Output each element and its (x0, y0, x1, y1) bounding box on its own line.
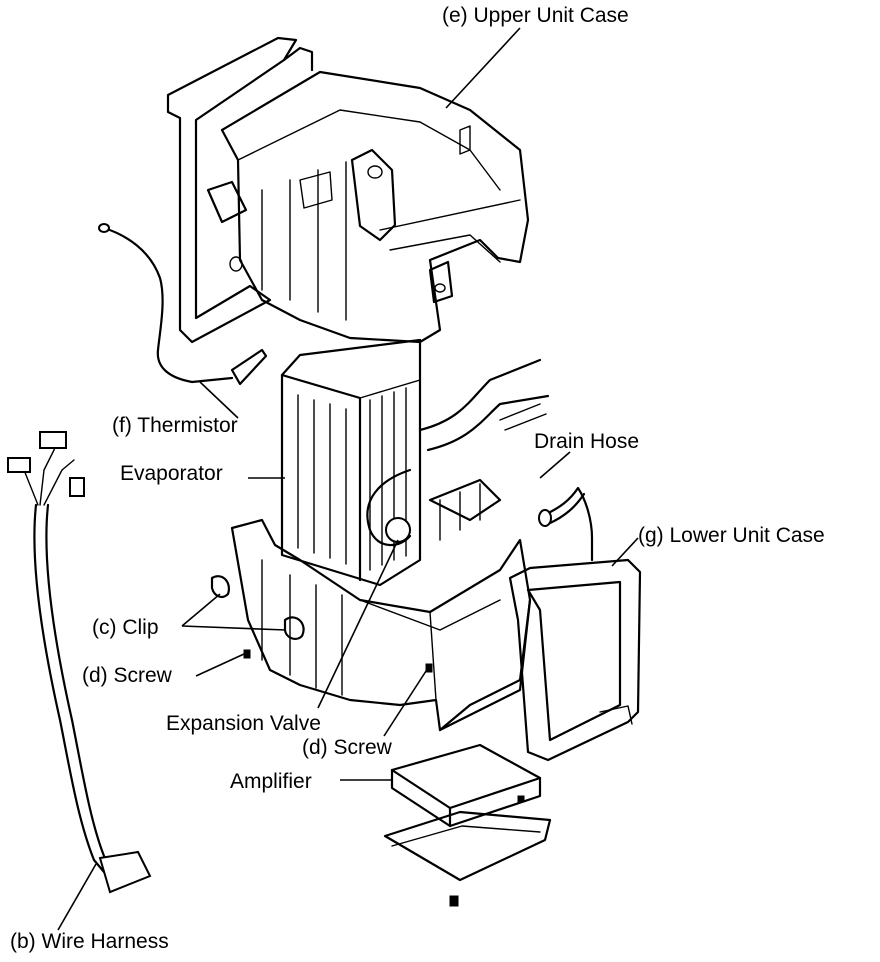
leader-clip-2 (181, 625, 287, 631)
label-evaporator: Evaporator (120, 462, 223, 485)
label-amplifier: Amplifier (230, 770, 312, 793)
leader-lower-unit-case (611, 537, 639, 567)
thermistor-sensor (98, 223, 268, 386)
callout-labels: (e) Upper Unit Case (f) Thermistor Evapo… (10, 4, 825, 953)
label-screw-right: (d) Screw (302, 736, 393, 759)
drain-hose (538, 486, 594, 562)
wire-harness (7, 431, 152, 894)
label-lower-unit-case: (g) Lower Unit Case (638, 524, 825, 547)
label-clip: (c) Clip (92, 616, 159, 639)
amplifier-unit (383, 743, 552, 907)
leader-screw-right (383, 667, 429, 737)
leader-wire-harness (57, 863, 97, 931)
label-expansion-valve: Expansion Valve (166, 712, 321, 735)
evaporator-core (280, 338, 550, 587)
upper-unit-case (166, 36, 530, 344)
leader-screw-left (195, 653, 245, 677)
leader-drain-hose (539, 451, 571, 479)
label-wire-harness: (b) Wire Harness (10, 930, 169, 953)
label-upper-unit-case: (e) Upper Unit Case (442, 4, 629, 27)
leader-thermistor (199, 381, 239, 419)
leader-upper-unit-case (445, 27, 521, 109)
label-screw-left: (d) Screw (82, 664, 173, 687)
leader-expansion-valve (317, 539, 399, 709)
leader-lines (57, 27, 639, 931)
label-drain-hose: Drain Hose (534, 430, 639, 453)
lower-unit-case (210, 518, 642, 762)
leader-clip-1 (181, 593, 221, 627)
label-thermistor: (f) Thermistor (112, 414, 238, 437)
